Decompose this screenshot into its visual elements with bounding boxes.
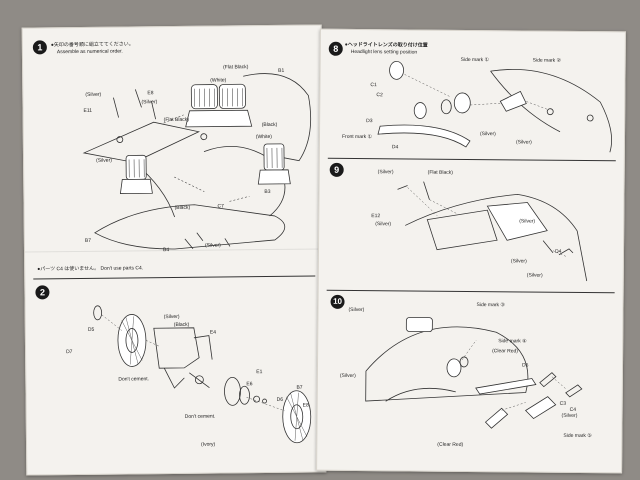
paint-callout: (Silver)	[479, 131, 496, 138]
paint-callout: (Silver)	[204, 242, 221, 249]
paint-callout: (Silver)	[339, 372, 356, 379]
paint-callout: (Silver)	[348, 306, 365, 314]
part-label: D4	[554, 248, 562, 255]
footer-jp-text: ●パーツ C4 は使いません。	[37, 265, 100, 273]
footer-en-text: Don't use parts C4.	[100, 265, 144, 272]
part-label: D6	[276, 396, 284, 403]
part-label: C3	[559, 400, 567, 407]
paint-callout: Side mark ④	[498, 338, 527, 345]
paint-callout: (Clear Red)	[492, 348, 518, 355]
paint-callout: Don't cement.	[118, 376, 150, 383]
part-label: E4	[209, 329, 217, 336]
paint-callout: Side mark ①	[460, 56, 490, 64]
part-label: B3	[264, 188, 271, 196]
part-label: B7	[84, 237, 92, 244]
part-label: C2	[376, 92, 383, 99]
paint-callout: Side mark ②	[532, 57, 562, 64]
instruction-sheet-right: 8 ●ヘッドライトレンズの取り付け位置 Headlight lens setti…	[316, 28, 626, 474]
paint-callout: (Silver)	[375, 221, 392, 228]
footer-note-jp: ●パーツ C4 は使いません。 Don't use parts C4.	[37, 265, 143, 272]
step-1-panel: 1 ●矢印の番号順に組立ててください。 Assemble as numerica…	[23, 25, 324, 278]
paint-callout: (Silver)	[526, 272, 543, 279]
paint-callout: (Silver)	[561, 412, 578, 419]
paint-callout: (Flat Black)	[163, 116, 189, 124]
paint-callout: (Silver)	[377, 169, 394, 176]
part-label: C4	[569, 406, 577, 413]
paint-callout: (Clear Red)	[437, 441, 464, 448]
part-label: D7	[66, 349, 73, 356]
instruction-sheet-left: 1 ●矢印の番号順に組立ててください。 Assemble as numerica…	[21, 24, 327, 476]
part-label: E8	[147, 90, 154, 97]
part-label: E12	[371, 213, 381, 220]
part-label: B4	[162, 247, 170, 254]
paint-callout: (Black)	[173, 321, 190, 329]
paint-callout: (Silver)	[141, 99, 158, 106]
step-2-illustration	[93, 305, 312, 444]
paint-callout: (Flat Black)	[223, 64, 249, 71]
paint-callout: Front mark ①	[341, 133, 373, 141]
paint-callout: (Black)	[261, 121, 278, 129]
paint-callout: (White)	[255, 133, 272, 141]
paint-callout: Side mark ⑤	[563, 432, 592, 440]
paint-callout: (Ivory)	[201, 441, 216, 448]
paint-callout: (Flat Black)	[427, 169, 453, 176]
part-label: D3	[366, 118, 373, 125]
paint-callout: (Silver)	[515, 139, 532, 146]
paint-callout: (Silver)	[163, 313, 180, 321]
part-label: B1	[278, 67, 285, 74]
part-label: D4	[391, 144, 399, 151]
paint-callout: (White)	[210, 77, 227, 84]
part-label: B7	[296, 384, 303, 391]
paint-callout: (Black)	[174, 204, 191, 211]
part-label: E1	[256, 369, 263, 376]
paint-callout: (Silver)	[519, 218, 536, 225]
paint-callout: (Silver)	[96, 157, 112, 164]
part-label: D5	[87, 326, 95, 333]
paint-callout: (Silver)	[85, 91, 102, 98]
paint-callout: (Silver)	[510, 258, 527, 265]
paint-callout: Don't cement.	[184, 413, 216, 420]
part-label: E6	[246, 381, 253, 388]
step-1-illustration	[82, 73, 312, 250]
part-label: C7	[217, 203, 224, 210]
part-label: D5	[521, 362, 529, 369]
part-label: E8	[302, 402, 309, 409]
step-8-panel: 8 ●ヘッドライトレンズの取り付け位置 Headlight lens setti…	[320, 30, 625, 161]
step-10-illustration	[365, 317, 583, 429]
step-2-panel: 2	[33, 275, 318, 470]
step-10-panel: 10 (Silver) Side mark ③ Side mark ④ (Cle…	[325, 289, 615, 466]
step-9-panel: 9 (Silver) (Flat Black) E12 (Silver) (Si…	[326, 157, 616, 294]
step-9-illustration	[397, 181, 588, 282]
step-8-illustration	[377, 60, 612, 153]
paint-callout: Side mark ③	[476, 302, 505, 309]
part-label: C1	[370, 82, 377, 89]
part-label: E11	[83, 107, 93, 114]
